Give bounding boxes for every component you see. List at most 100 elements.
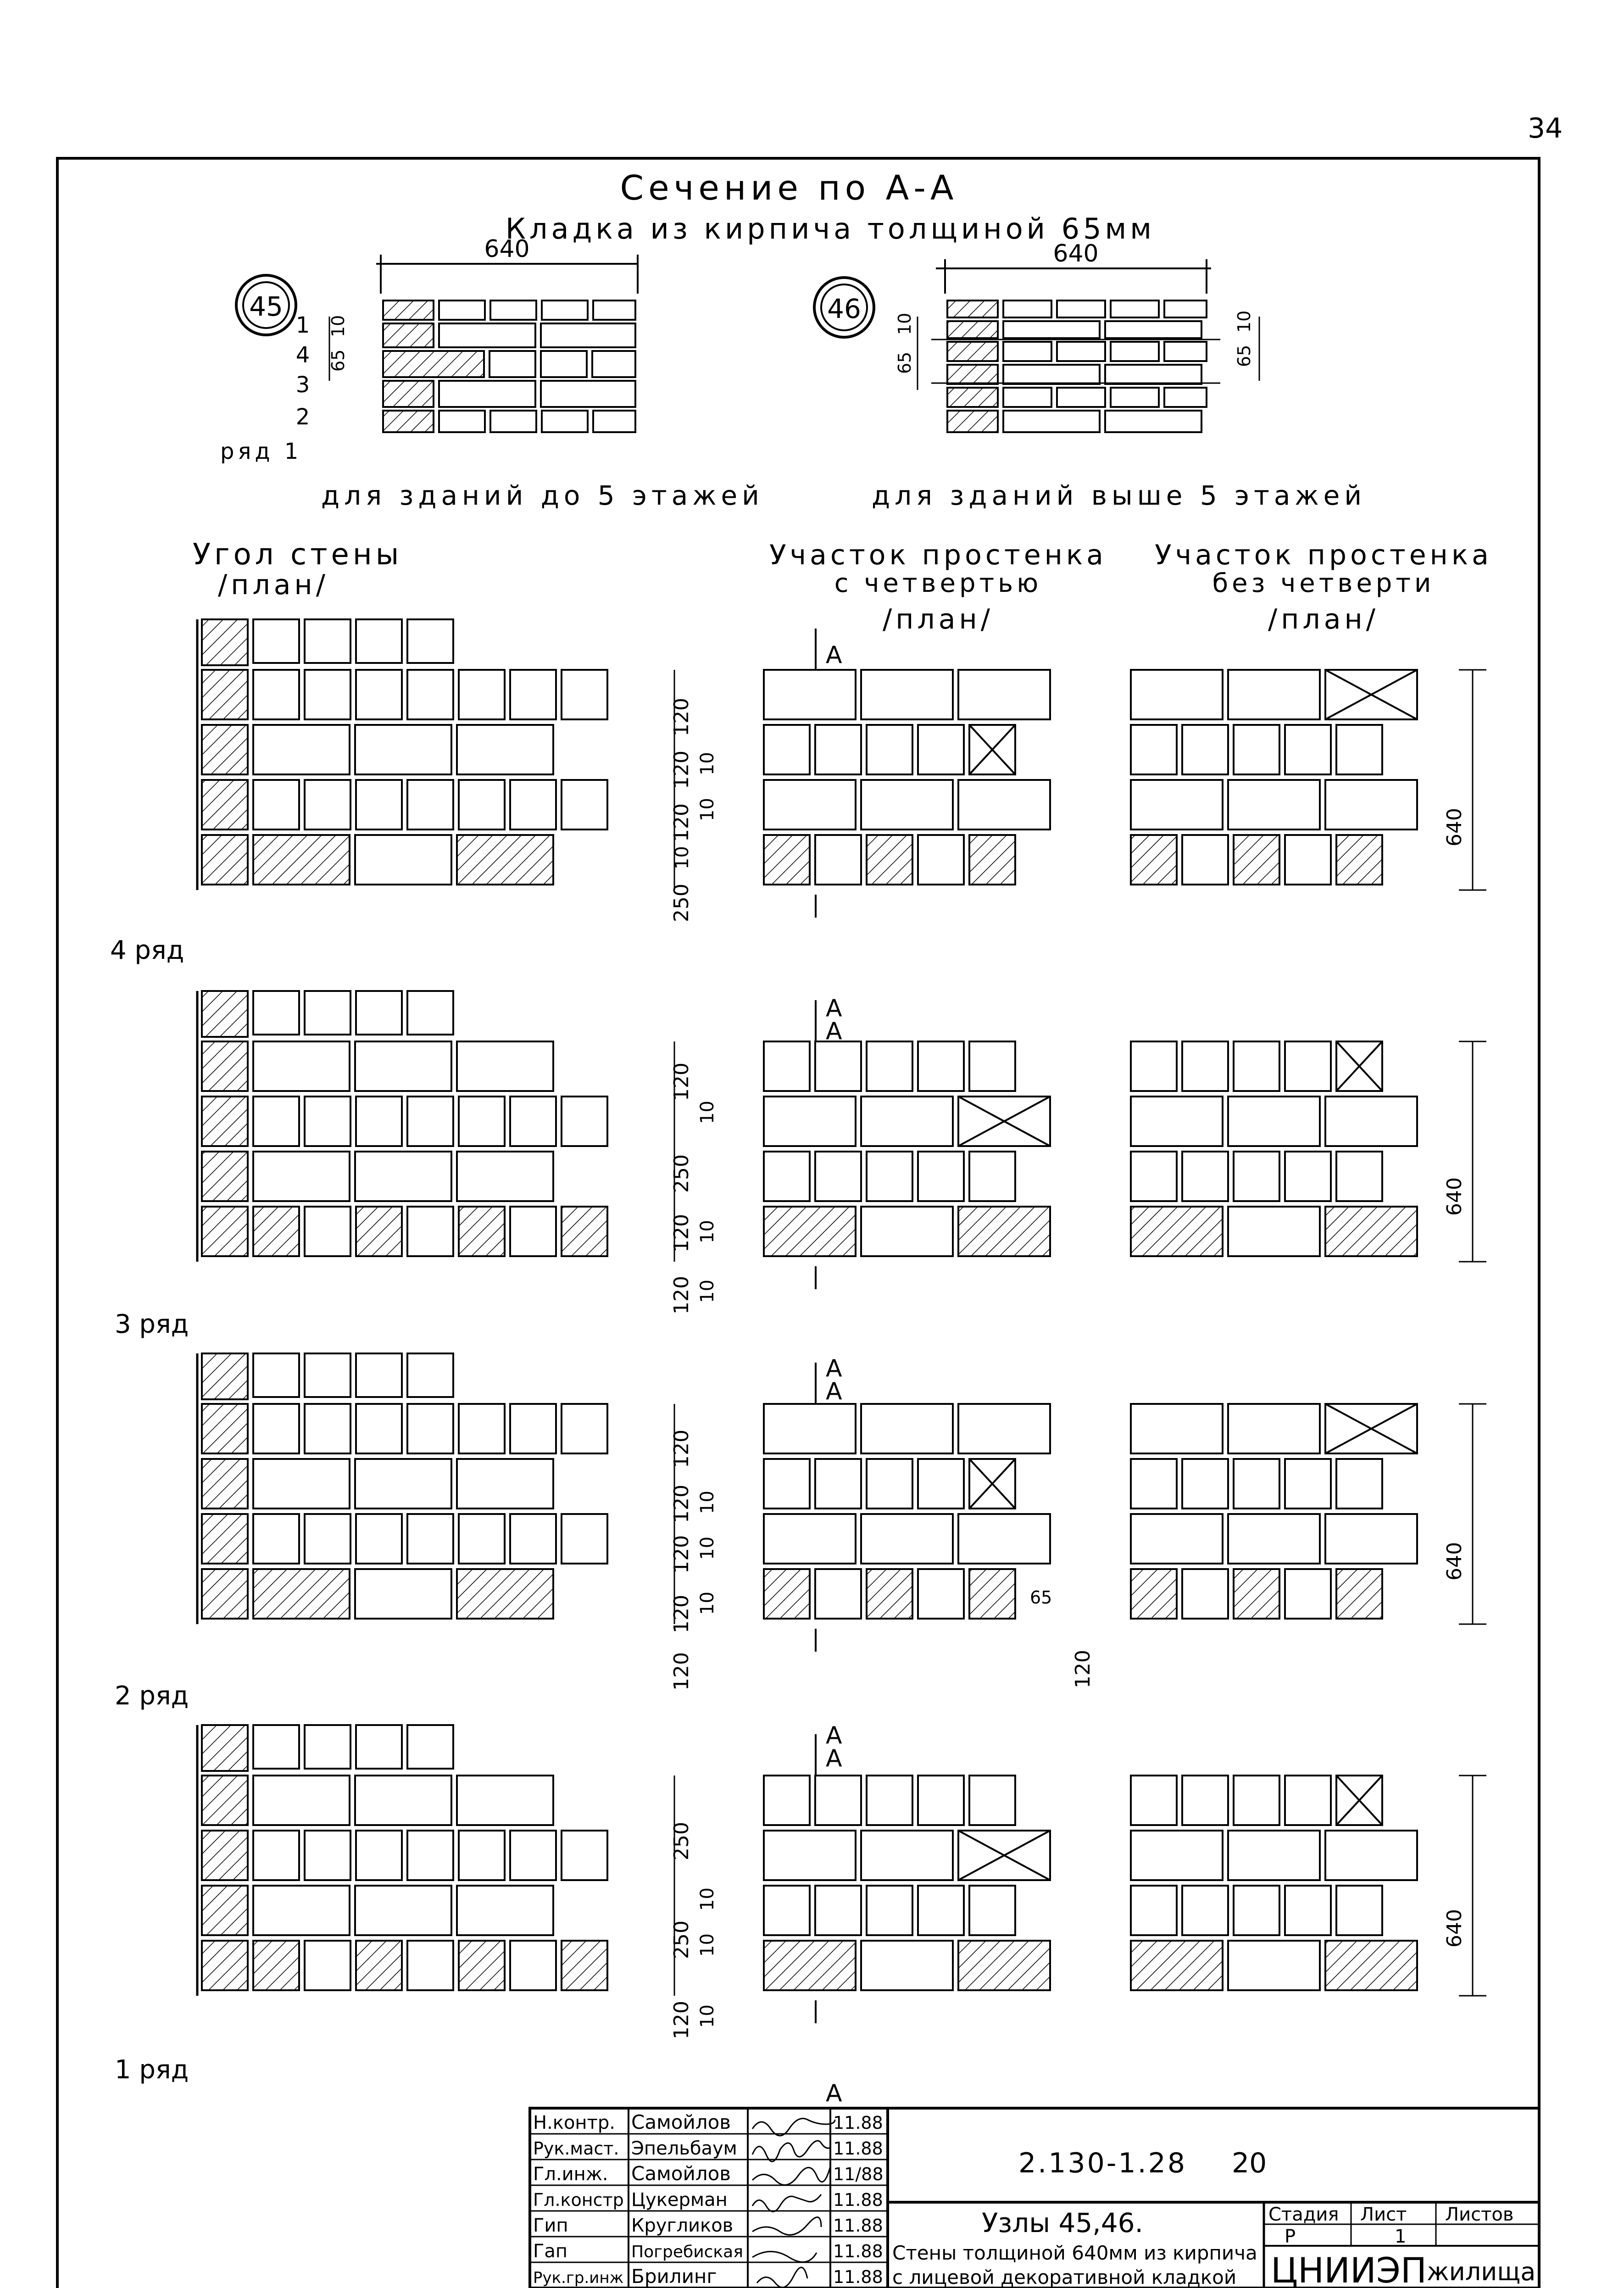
brick xyxy=(406,1513,454,1564)
brick xyxy=(1056,300,1106,318)
brick xyxy=(406,990,454,1035)
brick xyxy=(763,669,856,720)
dim-label: 250 xyxy=(670,1822,693,1860)
dim-label: 120 xyxy=(670,751,693,789)
brick-face xyxy=(355,1940,403,1991)
brick xyxy=(406,1206,454,1257)
brick-face xyxy=(382,410,434,433)
brick xyxy=(957,669,1051,720)
brick xyxy=(458,1096,506,1147)
tb-role: Н.контр. xyxy=(533,2112,615,2133)
dim-label: 120 xyxy=(670,1595,693,1633)
brick xyxy=(814,1885,862,1936)
brick xyxy=(1233,1458,1280,1509)
brick-face xyxy=(201,834,249,885)
brick xyxy=(458,1830,506,1881)
tb-title-2: Стены толщиной 640мм из кирпича xyxy=(892,2242,1257,2264)
brick xyxy=(1130,1458,1178,1509)
tb-date: 11.88 xyxy=(833,2190,883,2210)
brick xyxy=(458,669,506,720)
brick-face xyxy=(1335,1568,1383,1620)
noquarter-subtitle: без четверти xyxy=(1212,568,1435,598)
dim-label: 10 xyxy=(697,1491,718,1514)
plan-row-2 xyxy=(196,1353,1486,1652)
row1-dimensions: 250 10 250 10 120 10 640 xyxy=(670,1822,1466,2039)
brick xyxy=(561,779,608,830)
detail-46-vdim: 10 xyxy=(895,313,915,335)
brick xyxy=(866,1458,913,1509)
brick xyxy=(1335,1151,1383,1202)
brick xyxy=(355,779,403,830)
plan-row-3 xyxy=(196,990,1486,1289)
brick xyxy=(406,1096,454,1147)
brick xyxy=(509,1206,557,1257)
detail-46-vdim: 65 xyxy=(895,352,915,374)
brick xyxy=(1002,341,1052,362)
brick xyxy=(1110,300,1160,318)
brick-face xyxy=(1130,1568,1178,1620)
brick xyxy=(1056,387,1106,408)
brick xyxy=(541,300,589,321)
width-dim-label: 640 xyxy=(1443,808,1466,846)
detail-45-marker xyxy=(235,274,297,336)
tb-role: Гл.констр xyxy=(533,2190,624,2210)
brick-face xyxy=(946,300,999,318)
section-mark: А xyxy=(826,1355,842,1382)
quarter-plan-label: /план/ xyxy=(883,603,994,635)
brick xyxy=(1130,1096,1224,1147)
brick xyxy=(458,1403,506,1454)
brick xyxy=(252,1353,300,1398)
brick xyxy=(561,669,608,720)
tb-name: Эпельбаум xyxy=(631,2138,737,2159)
brick xyxy=(1181,1568,1229,1620)
brick xyxy=(1163,300,1207,318)
brick xyxy=(438,410,486,433)
brick xyxy=(1181,1775,1229,1826)
brick xyxy=(917,1775,965,1826)
brick-face xyxy=(1335,834,1383,885)
detail-45-vdim: 65 xyxy=(328,350,348,372)
brick-face xyxy=(382,323,434,348)
dim-label: 10 xyxy=(697,1887,718,1911)
title-block: Н.контр. Рук.маст. Гл.инж. Гл.констр Гип… xyxy=(528,2107,1541,2288)
brick xyxy=(355,1403,403,1454)
brick xyxy=(917,1568,965,1620)
brick xyxy=(304,1206,351,1257)
dim-label: 10 xyxy=(672,846,693,869)
brick xyxy=(355,1353,403,1398)
brick xyxy=(458,1513,506,1564)
brick xyxy=(968,1041,1016,1092)
brick-face xyxy=(561,1206,608,1257)
brick xyxy=(866,724,913,775)
brick xyxy=(1284,1458,1332,1509)
brick-face xyxy=(763,834,811,885)
dim-label: 120 xyxy=(670,1430,693,1468)
brick xyxy=(860,1940,954,1991)
brick-face xyxy=(201,1885,249,1936)
tb-title-1: Узлы 45,46. xyxy=(982,2207,1143,2238)
brick xyxy=(354,1775,452,1826)
brick xyxy=(860,1403,954,1454)
dim-label: 250 xyxy=(670,884,693,922)
detail-46-width-dim: 640 xyxy=(1053,240,1098,267)
dim-label: 10 xyxy=(697,2004,718,2028)
brick xyxy=(541,410,589,433)
brick xyxy=(860,1513,954,1564)
drawing-frame xyxy=(56,157,1541,2288)
tb-name: Самойлов xyxy=(631,2162,731,2185)
brick xyxy=(1002,300,1052,318)
noquarter-plan-label: /план/ xyxy=(1268,603,1379,635)
brick xyxy=(354,1458,452,1509)
brick-face xyxy=(382,350,485,378)
brick-face xyxy=(1233,1568,1280,1620)
row-label-2: 2 ряд xyxy=(115,1681,189,1711)
brick xyxy=(355,1513,403,1564)
dim-label: 120 xyxy=(670,803,693,842)
brick xyxy=(355,618,403,664)
tb-date: 11.88 xyxy=(833,2138,883,2159)
brick-face xyxy=(946,387,999,408)
brick-face xyxy=(201,1830,249,1881)
brick xyxy=(1324,1096,1418,1147)
brick-face xyxy=(201,1151,249,1202)
width-dim-label: 640 xyxy=(1443,1909,1466,1948)
